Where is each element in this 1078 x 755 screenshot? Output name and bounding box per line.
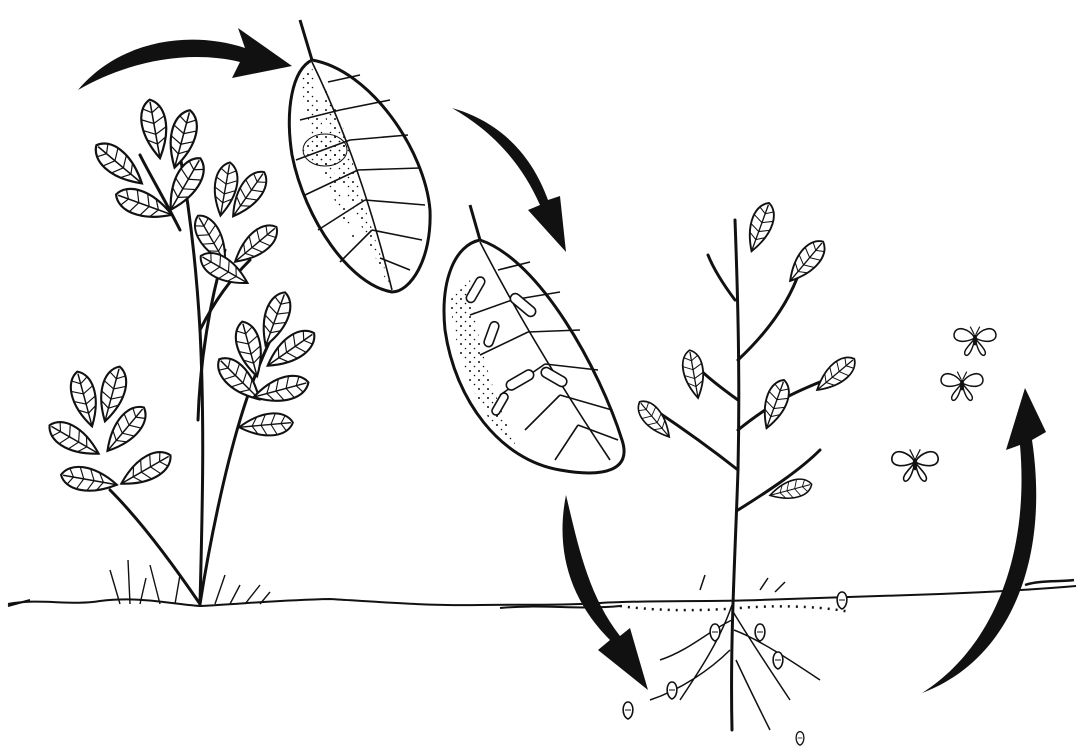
arrow-egg-leaf-to-larva-leaf [452, 108, 566, 252]
leaf-with-larvae-illustration [444, 205, 624, 473]
grass-tuft [110, 560, 270, 604]
egg-cluster [303, 134, 347, 166]
plant-with-pupae-illustration [620, 199, 861, 745]
arrow-larva-leaf-to-soil [563, 495, 648, 690]
arrow-soil-to-adults [922, 388, 1046, 693]
arrow-plant-to-egg-leaf [78, 28, 292, 90]
ground-line [8, 580, 1076, 608]
mature-plant-illustration [44, 98, 321, 604]
leaf-with-eggs-illustration [289, 20, 430, 292]
moth-illustration [892, 327, 996, 482]
